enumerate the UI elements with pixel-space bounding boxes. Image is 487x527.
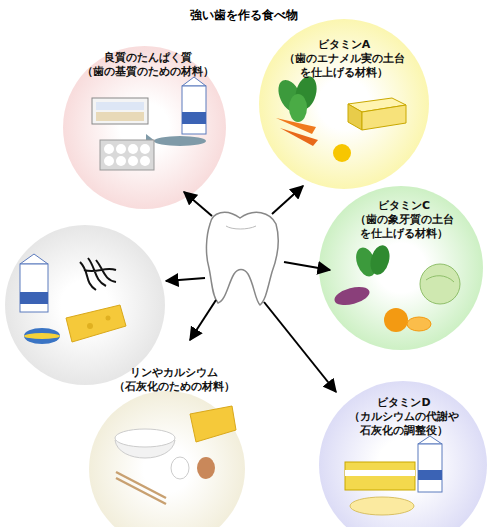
label-group: ビタミンD（カルシウムの代謝や 石灰化の調整役） — [318, 396, 487, 438]
nutrient-heading: ビタミンC — [318, 199, 487, 213]
nutrient-role: （歯の基質のための材料） — [62, 65, 234, 79]
label-group: リンやカルシウム（石灰化のための材料） — [88, 366, 246, 394]
circle-fill — [89, 391, 245, 527]
food-circle: リンやカルシウム（石灰化のための材料） — [88, 390, 246, 527]
arrow — [166, 278, 205, 281]
tooth-illustration — [206, 212, 278, 305]
nutrient-role: （歯のエナメル実の土台 を仕上げる材料） — [258, 52, 430, 80]
label-group: 良質のたんぱく質（歯の基質のための材料） — [62, 51, 227, 79]
food-circle: ビタミンA（歯のエナメル実の土台 を仕上げる材料） — [258, 18, 430, 190]
nutrient-role: （カルシウムの代謝や 石灰化の調整役） — [318, 410, 487, 438]
nutrient-heading: ビタミンA — [258, 38, 430, 52]
food-circle: ビタミンD（カルシウムの代謝や 石灰化の調整役） — [318, 380, 487, 527]
nutrient-role: （石灰化のための材料） — [88, 380, 260, 394]
arrow — [264, 302, 336, 392]
arrow — [272, 186, 303, 214]
nutrient-heading: 良質のたんぱく質 — [62, 51, 234, 65]
nutrient-role: （歯の象牙質の土台 を仕上げる材料） — [318, 213, 487, 241]
circle-outline — [88, 390, 246, 527]
tooth-shading — [226, 226, 256, 229]
arrow-group — [166, 186, 336, 392]
label-group: ビタミンC（歯の象牙質の土台 を仕上げる材料） — [318, 199, 484, 241]
food-circle — [5, 225, 165, 385]
arrow — [190, 300, 216, 340]
nutrient-heading: ビタミンD — [318, 396, 487, 410]
calcium-foods — [20, 254, 126, 344]
label-group: ビタミンA（歯のエナメル実の土台 を仕上げる材料） — [258, 38, 430, 80]
circle-fill — [259, 19, 429, 189]
diagram-title: 強い歯を作る食べ物 — [0, 7, 487, 24]
nutrient-heading: リンやカルシウム — [88, 366, 260, 380]
food-circle: 良質のたんぱく質（歯の基質のための材料） — [62, 45, 227, 210]
food-circle: ビタミンC（歯の象牙質の土台 を仕上げる材料） — [318, 185, 484, 351]
